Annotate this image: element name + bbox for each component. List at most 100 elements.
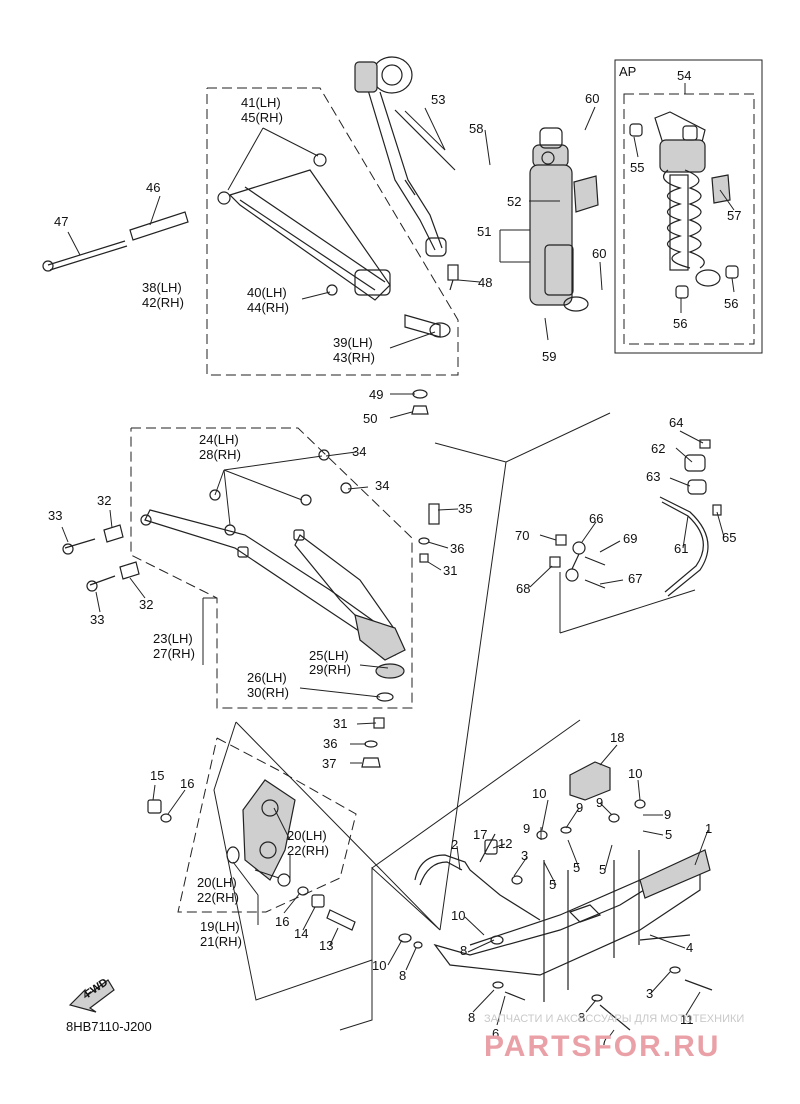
callout-8: 8 [399, 968, 406, 983]
callout-29: 29(RH) [309, 662, 351, 677]
callout-41: 41(LH) [241, 95, 281, 110]
callout-42: 42(RH) [142, 295, 184, 310]
callout-34: 34 [375, 478, 389, 493]
callout-51: 51 [477, 224, 491, 239]
callout-61: 61 [674, 541, 688, 556]
callout-56: 56 [673, 316, 687, 331]
callout-22: 22(RH) [197, 890, 239, 905]
callout-47: 47 [54, 214, 68, 229]
spindle [147, 779, 356, 931]
callout-70: 70 [515, 528, 529, 543]
callout-1: 1 [705, 821, 712, 836]
callout-12: 12 [498, 836, 512, 851]
callout-10: 10 [372, 958, 386, 973]
callout-labels: 1 2 3 3 4 5 5 5 5 6 7 8 8 8 8 9 9 9 9 10… [48, 68, 741, 1048]
callout-5: 5 [665, 827, 672, 842]
callout-31: 31 [333, 716, 347, 731]
callout-10: 10 [532, 786, 546, 801]
callout-64: 64 [669, 415, 683, 430]
callout-36: 36 [323, 736, 337, 751]
callout-32: 32 [97, 493, 111, 508]
ap-shock-assembly [629, 111, 739, 299]
callout-3: 3 [646, 986, 653, 1001]
callout-60: 60 [592, 246, 606, 261]
callout-9: 9 [523, 821, 530, 836]
callout-19: 19(LH) [200, 919, 240, 934]
callout-22: 22(RH) [287, 843, 329, 858]
callout-35: 35 [458, 501, 472, 516]
callout-28: 28(RH) [199, 447, 241, 462]
callout-54: 54 [677, 68, 691, 83]
callout-20: 20(LH) [197, 875, 237, 890]
ap-box-label: AP [619, 64, 636, 79]
callout-7: 7 [601, 1033, 608, 1048]
callout-26: 26(LH) [247, 670, 287, 685]
callout-63: 63 [646, 469, 660, 484]
callout-55: 55 [630, 160, 644, 175]
callout-21: 21(RH) [200, 934, 242, 949]
callout-38: 38(LH) [142, 280, 182, 295]
watermark-brand: PARTSFOR.RU [484, 1030, 720, 1063]
callout-60: 60 [585, 91, 599, 106]
callout-16: 16 [275, 914, 289, 929]
callout-5: 5 [573, 860, 580, 875]
callout-48: 48 [478, 275, 492, 290]
callout-11: 11 [680, 1012, 694, 1027]
callout-58: 58 [469, 121, 483, 136]
shock-absorber-assembly [354, 56, 599, 312]
callout-16: 16 [180, 776, 194, 791]
fwd-arrow: FWD [68, 976, 115, 1013]
callout-3: 3 [521, 848, 528, 863]
callout-44: 44(RH) [247, 300, 289, 315]
group-boxes [130, 59, 763, 1031]
callout-2: 2 [451, 837, 458, 852]
callout-13: 13 [319, 938, 333, 953]
callout-23: 23(LH) [153, 631, 193, 646]
callout-10: 10 [451, 908, 465, 923]
diagram-code: 8HB7110-J200 [66, 1019, 152, 1034]
callout-17: 17 [473, 827, 487, 842]
callout-14: 14 [294, 926, 308, 941]
callout-8: 8 [468, 1010, 475, 1025]
callout-46: 46 [146, 180, 160, 195]
callout-53: 53 [431, 92, 445, 107]
callout-10: 10 [628, 766, 642, 781]
callout-39: 39(LH) [333, 335, 373, 350]
callout-65: 65 [722, 530, 736, 545]
callout-59: 59 [542, 349, 556, 364]
watermark-line: ЗАПЧАСТИ И АКСЕССУАРЫ ДЛЯ МОТОТЕХНИКИ [484, 1013, 744, 1025]
callout-4: 4 [686, 940, 693, 955]
callout-37: 37 [322, 756, 336, 771]
callout-15: 15 [150, 768, 164, 783]
callout-9: 9 [576, 800, 583, 815]
callout-20: 20(LH) [287, 828, 327, 843]
lower-a-arm [62, 449, 440, 768]
callout-31: 31 [443, 563, 457, 578]
callout-52: 52 [507, 194, 521, 209]
callout-33: 33 [48, 508, 62, 523]
callout-66: 66 [589, 511, 603, 526]
callout-49: 49 [369, 387, 383, 402]
callout-33: 33 [90, 612, 104, 627]
callout-32: 32 [139, 597, 153, 612]
callout-27: 27(RH) [153, 646, 195, 661]
ap-box [614, 59, 763, 354]
callout-68: 68 [516, 581, 530, 596]
callout-34: 34 [352, 444, 366, 459]
callout-69: 69 [623, 531, 637, 546]
callout-8: 8 [460, 943, 467, 958]
callout-5: 5 [549, 877, 556, 892]
callout-43: 43(RH) [333, 350, 375, 365]
callout-62: 62 [651, 441, 665, 456]
callout-9: 9 [596, 795, 603, 810]
ski [398, 761, 713, 1031]
callout-25: 25(LH) [309, 648, 349, 663]
callout-18: 18 [610, 730, 624, 745]
callout-9: 9 [664, 807, 671, 822]
callout-30: 30(RH) [247, 685, 289, 700]
callout-45: 45(RH) [241, 110, 283, 125]
callout-56: 56 [724, 296, 738, 311]
leader-lines [61, 83, 735, 1038]
callout-8: 8 [578, 1010, 585, 1025]
